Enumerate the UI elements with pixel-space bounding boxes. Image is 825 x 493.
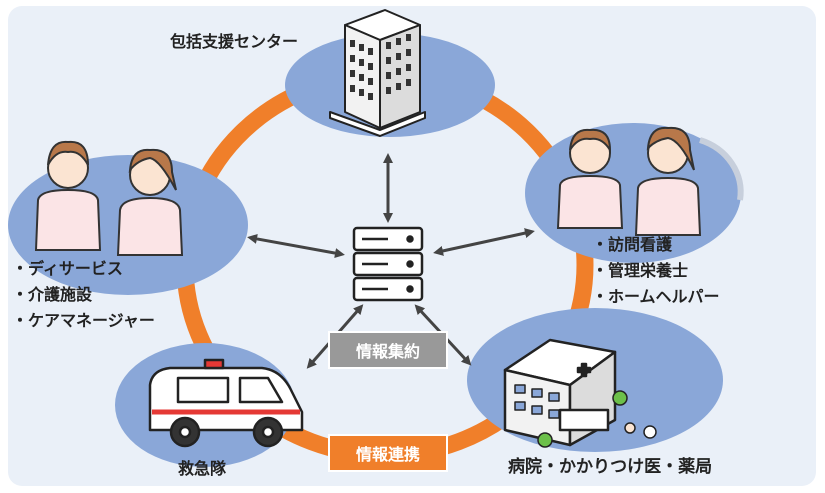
arrow-care xyxy=(247,233,345,259)
center-label: 包括支援センター xyxy=(170,32,299,51)
nurse-icon xyxy=(556,126,702,236)
list-item: ・ホームヘルパー xyxy=(592,287,720,306)
care-services-list: ・ディサービス ・介護施設 ・ケアマネージャー xyxy=(12,256,155,334)
server-icon xyxy=(352,226,424,302)
list-item: ・介護施設 xyxy=(12,285,93,304)
arrow-nursing xyxy=(433,228,535,256)
nurse-icon xyxy=(34,140,184,256)
list-item: ・ディサービス xyxy=(12,259,123,278)
info-collect-badge: 情報集約 xyxy=(328,331,448,369)
nursing-services-list: ・訪問看護 ・管理栄養士 ・ホームヘルパー xyxy=(592,232,720,310)
hospital-icon xyxy=(503,338,657,448)
blob-nursing-shadow xyxy=(699,137,744,201)
list-item: ・ケアマネージャー xyxy=(12,311,155,330)
info-link-badge: 情報連携 xyxy=(328,434,448,472)
office-building-icon xyxy=(329,9,426,137)
ambulance-icon xyxy=(148,358,304,448)
hospital-label: 病院・かかりつけ医・薬局 xyxy=(508,457,713,477)
ambulance-label: 救急隊 xyxy=(178,459,227,478)
list-item: ・訪問看護 xyxy=(592,235,673,254)
list-item: ・管理栄養士 xyxy=(592,261,689,280)
